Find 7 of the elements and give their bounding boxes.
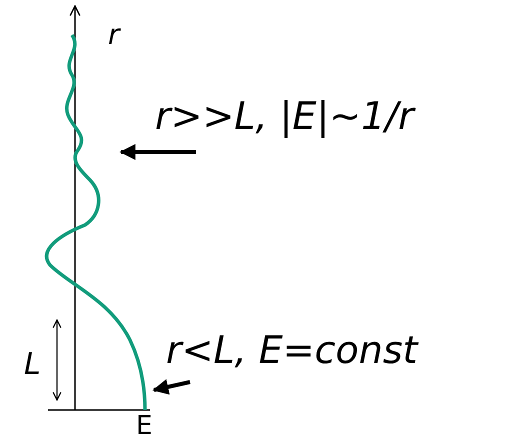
axis-label: E	[136, 412, 152, 441]
annotation-text: r<L, E=const	[166, 330, 418, 372]
arrow	[152, 379, 190, 395]
axis-label: r	[108, 20, 120, 51]
arrow	[119, 144, 196, 160]
dimension-label: L	[24, 348, 41, 381]
annotation-text: r>>L, |E|~1/r	[155, 96, 414, 138]
